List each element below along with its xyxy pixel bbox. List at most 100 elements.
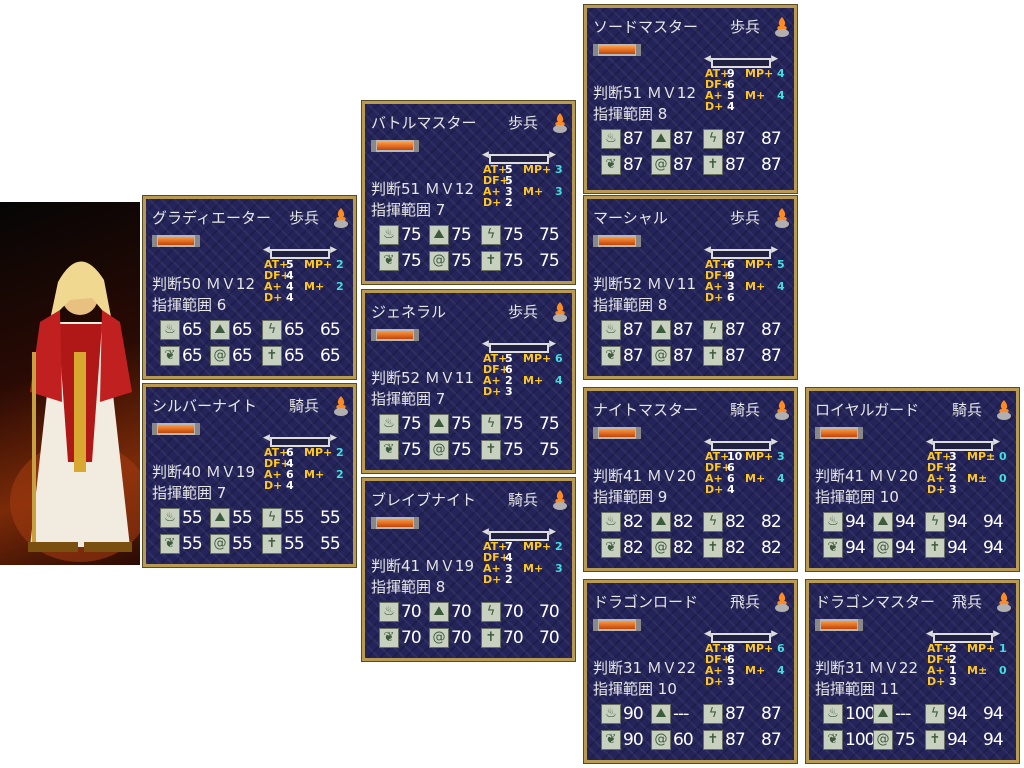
boost-value: 6 <box>555 352 563 365</box>
boost-row: DF+6 <box>705 79 785 90</box>
boost-label: MP+ <box>523 540 552 553</box>
command-range-value: 10 <box>657 680 677 698</box>
boost-label: MP± <box>967 450 996 463</box>
command-range-value: 6 <box>216 296 227 314</box>
boost-label: AT+ <box>705 450 730 463</box>
hp-bar <box>371 140 419 152</box>
boost-label: A+ <box>705 472 723 485</box>
boost-row: DF+9 <box>705 270 785 281</box>
mv-value: 11 <box>454 369 474 387</box>
judgment-value: 31 <box>845 659 865 677</box>
judgment-label: 判断 <box>593 659 624 677</box>
wind-icon: ❦ <box>601 730 621 750</box>
wind-icon: ❦ <box>379 440 399 460</box>
class-name: シルバーナイト <box>152 397 258 415</box>
boost-row: D+3 <box>927 484 1007 495</box>
mp-bar <box>263 433 337 447</box>
cross-icon: ✝ <box>925 538 945 558</box>
boost-label: A+ <box>264 468 282 481</box>
cross-icon: ✝ <box>703 155 723 175</box>
boost-label: AT+ <box>483 540 508 553</box>
boost-row: D+6 <box>705 292 785 303</box>
wind-icon: ❦ <box>601 155 621 175</box>
terrain-value: 75 <box>401 225 422 245</box>
boost-row: DF+4 <box>483 552 563 563</box>
mv-value: 11 <box>676 275 696 293</box>
fire-icon: ♨ <box>379 225 399 245</box>
mv-label: ＭＶ <box>424 369 455 387</box>
unit-type: 騎兵 <box>288 397 319 415</box>
terrain-value: 75 <box>503 225 524 245</box>
boost-label: MP+ <box>745 642 774 655</box>
command-range-line: 指揮範囲 8 <box>593 103 667 124</box>
boost-label: DF+ <box>264 457 290 470</box>
boost-label: AT+ <box>927 450 952 463</box>
cross-icon: ✝ <box>481 251 501 271</box>
fire-icon: ♨ <box>601 129 621 149</box>
boost-value: 5 <box>505 163 513 176</box>
command-range-label: 指揮範囲 <box>371 578 432 596</box>
terrain-value: 75 <box>895 730 916 750</box>
terrain-value: 82 <box>761 512 782 532</box>
boost-value: 7 <box>505 540 513 553</box>
terrain-value: 87 <box>673 320 694 340</box>
judgment-mv-line: 判断31 ＭＶ22 <box>815 657 918 678</box>
mountain-icon: ⛰ <box>210 320 230 340</box>
unit-type: 歩兵 <box>288 209 319 227</box>
terrain-value: 65 <box>232 320 253 340</box>
judgment-label: 判断 <box>371 369 402 387</box>
command-range-line: 指揮範囲 10 <box>815 486 899 507</box>
terrain-value: 100 <box>845 704 875 724</box>
terrain-value: 75 <box>401 440 422 460</box>
boost-row: D+2 <box>483 197 563 208</box>
mountain-icon: ⛰ <box>651 704 671 724</box>
judgment-value: 51 <box>623 84 643 102</box>
boost-label: AT+ <box>264 446 289 459</box>
boost-value: 6 <box>505 363 513 376</box>
boost-label: A+ <box>705 664 723 677</box>
boost-row: D+4 <box>264 292 344 303</box>
mv-value: 20 <box>676 467 696 485</box>
mv-label: ＭＶ <box>205 463 236 481</box>
mv-value: 19 <box>454 557 474 575</box>
wind-icon: ❦ <box>160 534 180 554</box>
terrain-value: 75 <box>451 414 472 434</box>
terrain-value: 87 <box>725 155 746 175</box>
boost-value: 5 <box>505 352 513 365</box>
terrain-value: 55 <box>284 508 305 528</box>
mv-label: ＭＶ <box>868 659 899 677</box>
judgment-value: 50 <box>182 275 202 293</box>
boost-label: DF+ <box>705 78 731 91</box>
judgment-value: 41 <box>845 467 865 485</box>
mv-value: 19 <box>235 463 255 481</box>
cross-icon: ✝ <box>481 628 501 648</box>
command-range-value: 9 <box>657 488 668 506</box>
terrain-value: 82 <box>725 512 746 532</box>
terrain-value: 55 <box>232 534 253 554</box>
judgment-value: 40 <box>182 463 202 481</box>
flame-emblem-icon <box>552 489 568 511</box>
lightning-icon: ϟ <box>703 512 723 532</box>
terrain-value: 75 <box>539 225 560 245</box>
boost-value: 4 <box>727 483 735 496</box>
